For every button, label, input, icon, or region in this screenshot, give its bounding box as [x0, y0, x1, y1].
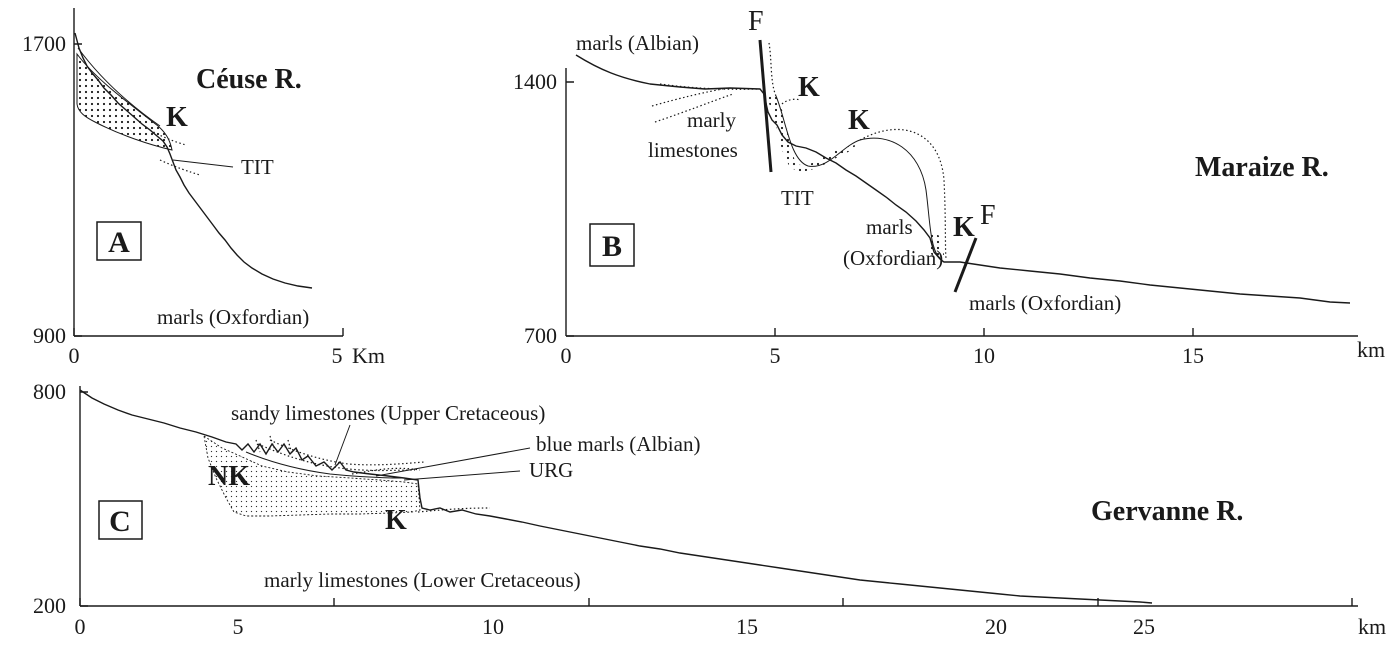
panel-a-upper-contact — [77, 47, 161, 127]
panel-b: 1400 700 0 5 10 15 km F F marls (Albian)… — [513, 6, 1385, 368]
panel-b-xtick-0: 0 — [561, 343, 572, 368]
panel-c-blue-marls-contact — [245, 451, 405, 479]
panel-b-river-name: Maraize R. — [1195, 152, 1329, 183]
panel-b-albian-label: marls (Albian) — [576, 31, 699, 55]
panel-b-k-label-2: K — [848, 105, 870, 136]
panel-a-tit-label: TIT — [241, 155, 274, 179]
panel-b-marly-label: marly — [687, 108, 736, 132]
panel-a: 1700 900 0 5 Km K TIT Céuse R. marls (Ox… — [22, 8, 385, 368]
panel-c-urg-leader — [403, 470, 521, 481]
panel-a-river-profile — [74, 32, 313, 289]
panel-b-ytick-bottom: 700 — [524, 323, 557, 348]
panel-c-dotted-dips — [255, 435, 293, 455]
panel-c-river-name: Gervanne R. — [1091, 496, 1243, 527]
panel-c-sandy-label: sandy limestones (Upper Cretaceous) — [231, 401, 545, 425]
panel-c-marly-label: marly limestones (Lower Cretaceous) — [264, 568, 581, 592]
panel-c-sandy-contact-1 — [257, 443, 416, 472]
panel-c-sandy-leader — [334, 424, 351, 466]
panel-c-letter: C — [109, 505, 131, 538]
panel-c-xtick-0: 0 — [75, 614, 86, 639]
panel-b-fault-label-east: F — [980, 200, 996, 231]
panel-a-tit-unit — [76, 52, 173, 151]
panel-b-letter: B — [602, 230, 622, 263]
panel-c-sandy-contact-2 — [269, 439, 425, 466]
panel-b-fold-dotted-right — [859, 128, 947, 259]
panel-b-xtick-10: 10 — [973, 343, 995, 368]
panel-b-ticks — [566, 81, 1194, 337]
panel-b-tit-unit-right — [929, 232, 944, 259]
panel-b-fault-label-west: F — [748, 6, 764, 37]
panel-c-urg-label: URG — [529, 458, 573, 482]
panel-b-marly-dotted-upper — [651, 87, 729, 107]
panel-a-tit-leader — [172, 159, 234, 168]
panel-a-letter: A — [108, 226, 130, 259]
panel-b-marls-label: marls — [866, 215, 913, 239]
panel-b-xtick-15: 15 — [1182, 343, 1204, 368]
panel-a-xtick-0: 0 — [69, 343, 80, 368]
panel-b-x-unit: km — [1357, 337, 1385, 362]
panel-b-oxfordian-label: (Oxfordian) — [843, 246, 943, 270]
panel-c-xtick-10: 10 — [482, 614, 504, 639]
panel-b-fault-west — [758, 39, 773, 173]
panel-a-ytick-bottom: 900 — [33, 323, 66, 348]
panel-b-marly-dotted-lower — [654, 93, 734, 123]
panel-c-ytick-bottom: 200 — [33, 593, 66, 618]
panel-c-dotted-base-extension — [417, 507, 491, 513]
panel-b-marls-oxfordian-label: marls (Oxfordian) — [969, 291, 1121, 315]
panel-c-nk-label: NK — [208, 461, 250, 492]
panel-c-blue-marls-leader — [375, 447, 531, 477]
panel-c: 800 200 0 5 10 15 20 25 km sandy limesto… — [33, 379, 1386, 639]
panel-b-ytick-top: 1400 — [513, 69, 557, 94]
panel-c-river-profile — [79, 389, 1153, 604]
panel-b-tit-unit — [765, 92, 856, 172]
panel-b-letter-box — [589, 223, 635, 267]
panel-c-x-unit: km — [1358, 614, 1386, 639]
panel-a-river-name: Céuse R. — [196, 64, 302, 95]
panel-a-letter-box — [96, 221, 142, 261]
panel-a-ytick-top: 1700 — [22, 31, 66, 56]
panel-b-k-label-1: K — [798, 72, 820, 103]
panel-c-ytick-top: 800 — [33, 379, 66, 404]
panel-a-k-label: K — [166, 102, 188, 133]
panel-c-xtick-5: 5 — [233, 614, 244, 639]
panel-c-k-label: K — [385, 505, 407, 536]
panel-c-xtick-25: 25 — [1133, 614, 1155, 639]
panel-b-xtick-5: 5 — [770, 343, 781, 368]
panel-a-marls-label: marls (Oxfordian) — [157, 305, 309, 329]
panel-b-tit-label: TIT — [781, 186, 814, 210]
panel-b-k-label-3: K — [953, 212, 975, 243]
panel-c-urg-unit — [203, 435, 421, 517]
panel-a-x-unit: Km — [352, 343, 385, 368]
panel-a-xtick-5: 5 — [332, 343, 343, 368]
panel-b-fault-east — [953, 237, 978, 293]
panel-b-fold-dotted-top — [768, 42, 777, 97]
panel-c-letter-box — [98, 500, 143, 540]
panel-b-limestones-label: limestones — [648, 138, 738, 162]
panel-c-blue-marls-label: blue marls (Albian) — [536, 432, 700, 456]
panel-b-river-profile — [575, 54, 1351, 304]
panel-c-xtick-15: 15 — [736, 614, 758, 639]
panel-c-xtick-20: 20 — [985, 614, 1007, 639]
